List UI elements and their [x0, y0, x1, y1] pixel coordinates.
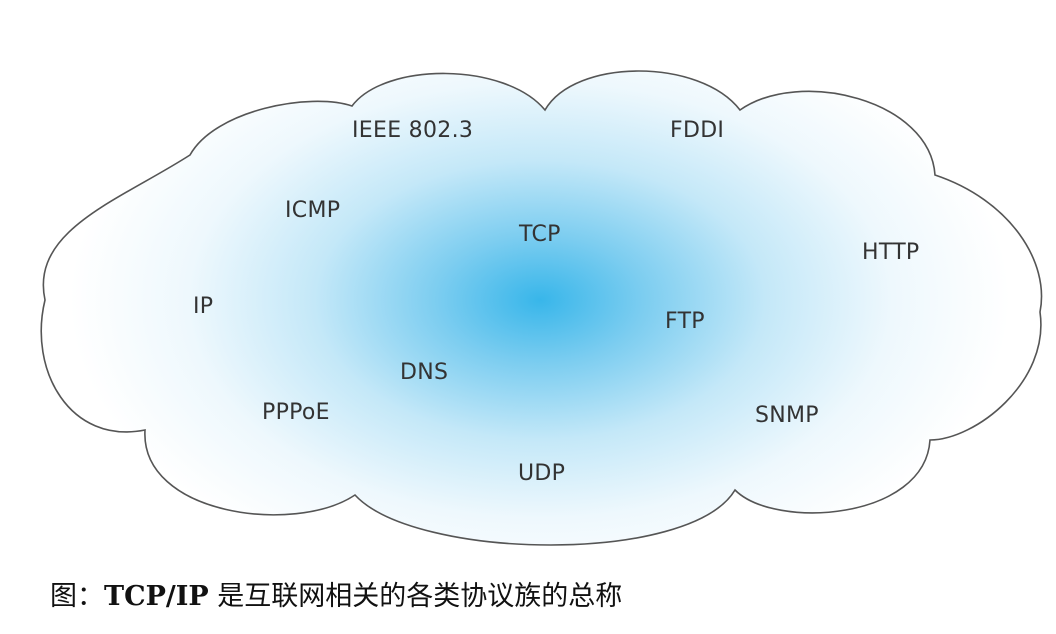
protocol-label-http: HTTP	[862, 240, 920, 265]
protocol-label-ip: IP	[193, 294, 214, 319]
caption-text: 是互联网相关的各类协议族的总称	[208, 581, 623, 612]
figure-caption: 图：TCP/IP 是互联网相关的各类协议族的总称	[50, 574, 622, 613]
protocol-label-icmp: ICMP	[285, 198, 341, 223]
protocol-label-pppoe: PPPoE	[262, 400, 330, 425]
protocol-label-ieee8023: IEEE 802.3	[352, 118, 474, 143]
caption-prefix: 图：	[50, 581, 104, 612]
caption-bold-term: TCP/IP	[104, 581, 209, 612]
protocol-label-fddi: FDDI	[670, 118, 725, 143]
protocol-label-udp: UDP	[518, 461, 566, 486]
protocol-cloud	[40, 70, 1043, 546]
protocol-label-ftp: FTP	[665, 309, 705, 334]
protocol-label-tcp: TCP	[519, 222, 561, 247]
protocol-label-dns: DNS	[400, 360, 449, 385]
cloud-outline	[40, 70, 1043, 546]
protocol-label-snmp: SNMP	[755, 403, 819, 428]
